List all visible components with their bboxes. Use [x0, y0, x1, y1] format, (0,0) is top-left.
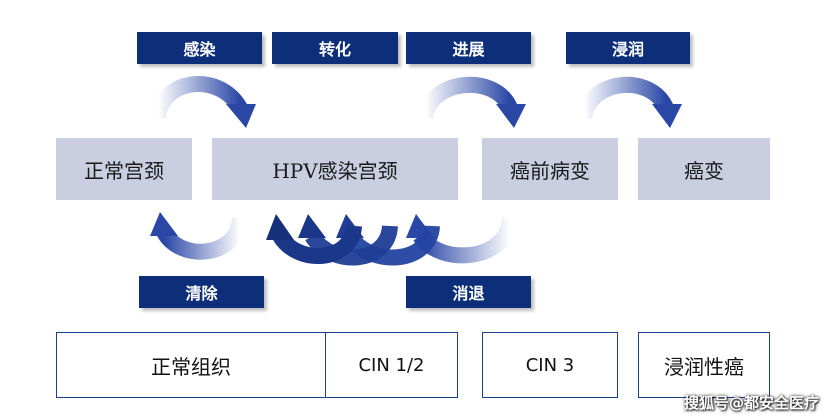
- histology-invasive-cancer: 浸润性癌: [638, 332, 770, 398]
- label-clearance: 清除: [139, 276, 264, 308]
- label-transformation-text: 转化: [318, 40, 351, 59]
- label-infection-text: 感染: [183, 40, 216, 59]
- regression-arrows-icon: [266, 214, 518, 266]
- stage-cancer-text: 癌变: [684, 158, 724, 183]
- stage-cancer: 癌变: [638, 138, 770, 200]
- label-regression: 消退: [406, 276, 531, 308]
- label-progression: 进展: [406, 32, 531, 64]
- histology-cin-3-text: CIN 3: [525, 354, 575, 376]
- watermark: 搜狐号@都安全医疗: [683, 394, 819, 412]
- histology-normal-cin12-box: 正常组织 CIN 1/2: [56, 332, 458, 398]
- histology-invasive-cancer-text: 浸润性癌: [664, 354, 744, 379]
- stage-hpv-infected-cervix-text: HPV感染宫颈: [272, 158, 398, 183]
- infection-arrow-icon: [150, 76, 256, 128]
- label-invasion-text: 浸润: [611, 40, 644, 59]
- label-progression-text: 进展: [452, 40, 485, 59]
- progression-arrow-icon: [417, 76, 526, 128]
- stage-normal-cervix-text: 正常宫颈: [84, 158, 164, 183]
- stage-precancerous-lesion: 癌前病变: [482, 138, 618, 200]
- label-invasion: 浸润: [566, 32, 690, 64]
- histology-normal-tissue-text: 正常组织: [151, 354, 231, 379]
- label-clearance-text: 清除: [185, 284, 218, 303]
- clearance-arrow-icon: [150, 212, 248, 260]
- label-regression-text: 消退: [452, 284, 485, 303]
- label-infection: 感染: [137, 32, 262, 64]
- histology-normal-tissue: 正常组织: [57, 333, 326, 397]
- stage-precancerous-lesion-text: 癌前病变: [510, 158, 590, 183]
- invasion-arrow-icon: [576, 76, 682, 128]
- histology-cin-3: CIN 3: [482, 332, 618, 398]
- label-transformation: 转化: [272, 32, 398, 64]
- histology-cin-1-2-text: CIN 1/2: [358, 354, 425, 376]
- stage-normal-cervix: 正常宫颈: [56, 138, 192, 200]
- histology-cin-1-2: CIN 1/2: [326, 333, 457, 397]
- stage-hpv-infected-cervix: HPV感染宫颈: [212, 138, 458, 200]
